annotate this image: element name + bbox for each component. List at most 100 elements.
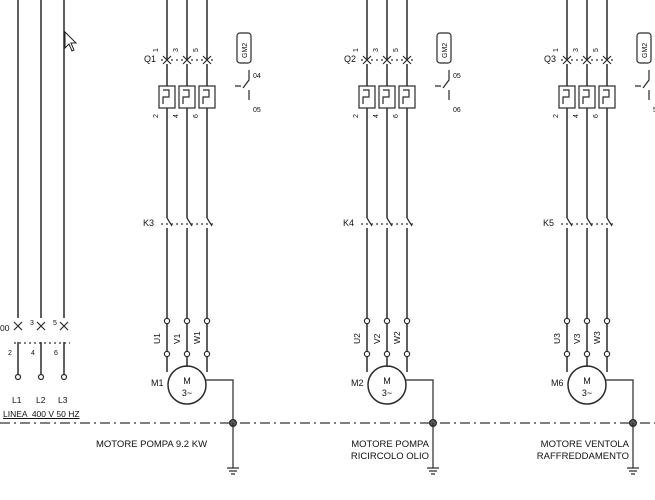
relay-box — [236, 32, 252, 64]
pole-number-top: 1 — [153, 48, 160, 52]
pole-number-bottom: 4 — [373, 114, 380, 118]
breaker-label: Q1 — [144, 54, 156, 64]
pole-number-top: 5 — [393, 48, 400, 52]
motor-terminal-label: W1 — [192, 331, 202, 344]
motor-terminal-label: U1 — [152, 333, 162, 344]
motor-symbol-phase: 3~ — [182, 388, 192, 398]
pole-number-bottom: 2 — [353, 114, 360, 118]
aux-contact — [635, 70, 650, 100]
contactor-label: K3 — [143, 218, 154, 228]
pe-wire — [606, 379, 634, 423]
aux-contact-bottom: 5 — [653, 107, 655, 114]
terminal-node — [583, 350, 591, 358]
phase-label-l3: L3 — [58, 395, 68, 405]
phase-label-l2: L2 — [36, 395, 46, 405]
thermal-relay-symbol — [582, 89, 590, 104]
terminal-node — [563, 317, 571, 325]
motor-label: M1 — [151, 378, 164, 388]
supply-terminal-bottom-6: 6 — [54, 350, 58, 357]
pole-number-top: 3 — [573, 48, 580, 52]
terminal-node — [163, 350, 171, 358]
contactor-label: K5 — [543, 218, 554, 228]
pole-number-bottom: 6 — [393, 114, 400, 118]
breaker-label: Q2 — [344, 54, 356, 64]
terminal-node — [203, 317, 211, 325]
thermal-relay-symbol — [602, 89, 610, 104]
earth-ground-icon — [427, 423, 439, 475]
earth-ground-icon — [627, 423, 639, 475]
supply-terminal-bottom-4: 4 — [31, 350, 35, 357]
earth-ground-icon — [227, 423, 239, 475]
terminal-node — [563, 350, 571, 358]
aux-contact — [235, 70, 250, 100]
motor-terminal-label: U3 — [552, 333, 562, 344]
contactor-contact — [386, 217, 393, 227]
motor-label: M2 — [351, 378, 364, 388]
motor-terminal-label: V2 — [372, 333, 382, 344]
circuit-caption: MOTORE POMPA — [351, 439, 429, 450]
supply-bus — [13, 0, 70, 381]
mouse-cursor-icon — [64, 30, 78, 52]
contactor-label: K4 — [343, 218, 354, 228]
terminal-node — [383, 317, 391, 325]
motor-terminal-label: V3 — [572, 333, 582, 344]
terminal-node — [363, 317, 371, 325]
motor-symbol-letter: M — [383, 376, 391, 386]
terminal-node — [583, 317, 591, 325]
supply-terminal-top-3: 3 — [30, 320, 34, 327]
pole-number-bottom: 2 — [553, 114, 560, 118]
aux-contact-top: 05 — [453, 73, 461, 80]
thermal-relay-symbol — [162, 89, 170, 104]
contactor-contact — [606, 217, 613, 227]
motor-symbol-phase: 3~ — [382, 388, 392, 398]
terminal-node — [403, 350, 411, 358]
motor-symbol — [567, 365, 607, 405]
supply-terminal-bottom-2: 2 — [8, 350, 12, 357]
motor-terminal-label: U2 — [352, 333, 362, 344]
aux-contact-top: 04 — [253, 73, 261, 80]
pole-number-bottom: 4 — [573, 114, 580, 118]
contactor-contact — [206, 217, 213, 227]
relay-box-label: GM2 — [242, 43, 249, 58]
thermal-relay-symbol — [382, 89, 390, 104]
thermal-relay-symbol — [202, 89, 210, 104]
contactor-contact — [586, 217, 593, 227]
pole-number-bottom: 6 — [193, 114, 200, 118]
relay-box — [636, 32, 652, 64]
motor-symbol — [167, 365, 207, 405]
pole-number-bottom: 4 — [173, 114, 180, 118]
terminal-node — [383, 350, 391, 358]
supply-line-label: LINEA 400 V 50 HZ — [3, 409, 80, 419]
circuit-caption: RAFFREDDAMENTO — [537, 451, 629, 462]
relay-box-label: GM2 — [642, 43, 649, 58]
breaker-label: Q3 — [544, 54, 556, 64]
pole-number-top: 3 — [173, 48, 180, 52]
motor-terminal-label: V1 — [172, 333, 182, 344]
aux-contact — [435, 70, 450, 100]
motor-label: M6 — [551, 378, 564, 388]
circuit-caption: MOTORE VENTOLA — [541, 439, 630, 450]
pole-number-bottom: 6 — [593, 114, 600, 118]
relay-box — [436, 32, 452, 64]
circuit-caption: RICIRCOLO OLIO — [351, 451, 429, 462]
aux-contact-bottom: 05 — [253, 107, 261, 114]
contactor-contact — [186, 217, 193, 227]
thermal-relay-symbol — [402, 89, 410, 104]
contactor-contact — [366, 217, 373, 227]
terminal-node — [163, 317, 171, 325]
motor-symbol-letter: M — [183, 376, 191, 386]
pole-number-top: 3 — [373, 48, 380, 52]
aux-contact-bottom: 06 — [453, 107, 461, 114]
contactor-contact — [406, 217, 413, 227]
supply-terminal-top-5: 5 — [53, 320, 57, 327]
pole-number-bottom: 2 — [153, 114, 160, 118]
motor-symbol — [367, 365, 407, 405]
pole-number-top: 5 — [593, 48, 600, 52]
motor-symbol-letter: M — [583, 376, 591, 386]
terminal-node — [403, 317, 411, 325]
phase-label-l1: L1 — [12, 395, 22, 405]
